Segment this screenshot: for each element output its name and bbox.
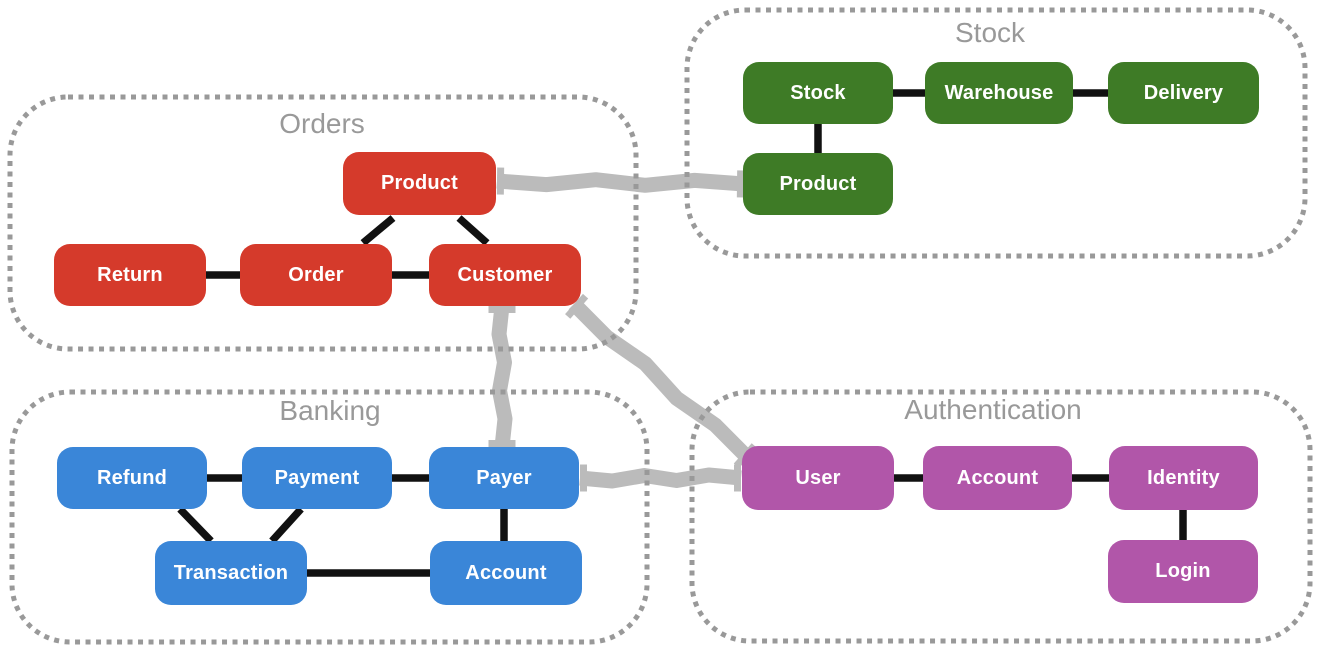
node-stock-product: Product (743, 153, 893, 215)
edge-orders-product--stock-product (496, 172, 745, 193)
edge-orders-product--orders-order (360, 215, 396, 246)
node-stock-stock: Stock (743, 62, 893, 124)
edge-banking-payment--banking-transaction (269, 506, 304, 544)
node-orders-product: Product (343, 152, 496, 215)
group-authentication-border (689, 389, 1313, 644)
node-banking-account: Account (430, 541, 582, 605)
group-authentication-title: Authentication (904, 394, 1082, 425)
group-borders (7, 7, 1313, 645)
intra-group-edges (177, 89, 1187, 577)
group-banking-border (9, 389, 650, 645)
node-orders-customer: Customer (429, 244, 581, 306)
node-orders-order: Order (240, 244, 392, 306)
node-auth-user: User (742, 446, 894, 510)
group-stock-border (684, 7, 1308, 259)
node-auth-identity: Identity (1109, 446, 1258, 510)
node-auth-login: Login (1108, 540, 1258, 603)
group-orders-title: Orders (279, 108, 365, 139)
edge-orders-product--orders-customer (456, 215, 490, 246)
node-banking-refund: Refund (57, 447, 207, 509)
group-banking-title: Banking (279, 395, 381, 426)
node-auth-account: Account (923, 446, 1072, 510)
node-banking-transaction: Transaction (155, 541, 307, 605)
node-banking-payer: Payer (429, 447, 579, 509)
node-orders-return: Return (54, 244, 206, 306)
node-stock-warehouse: Warehouse (925, 62, 1073, 124)
group-stock-title: Stock (954, 17, 1026, 48)
node-stock-delivery: Delivery (1108, 62, 1259, 124)
edge-banking-refund--banking-transaction (177, 506, 214, 544)
node-banking-payment: Payment (242, 447, 392, 509)
edge-orders-customer--banking-payer (491, 305, 513, 448)
edge-banking-payer--auth-user (579, 467, 742, 489)
edge-orders-customer--auth-user (568, 298, 754, 464)
edge-orders-customer--auth-user-end (565, 293, 589, 319)
inter-group-edges (488, 167, 757, 492)
group-orders-border (7, 94, 639, 352)
